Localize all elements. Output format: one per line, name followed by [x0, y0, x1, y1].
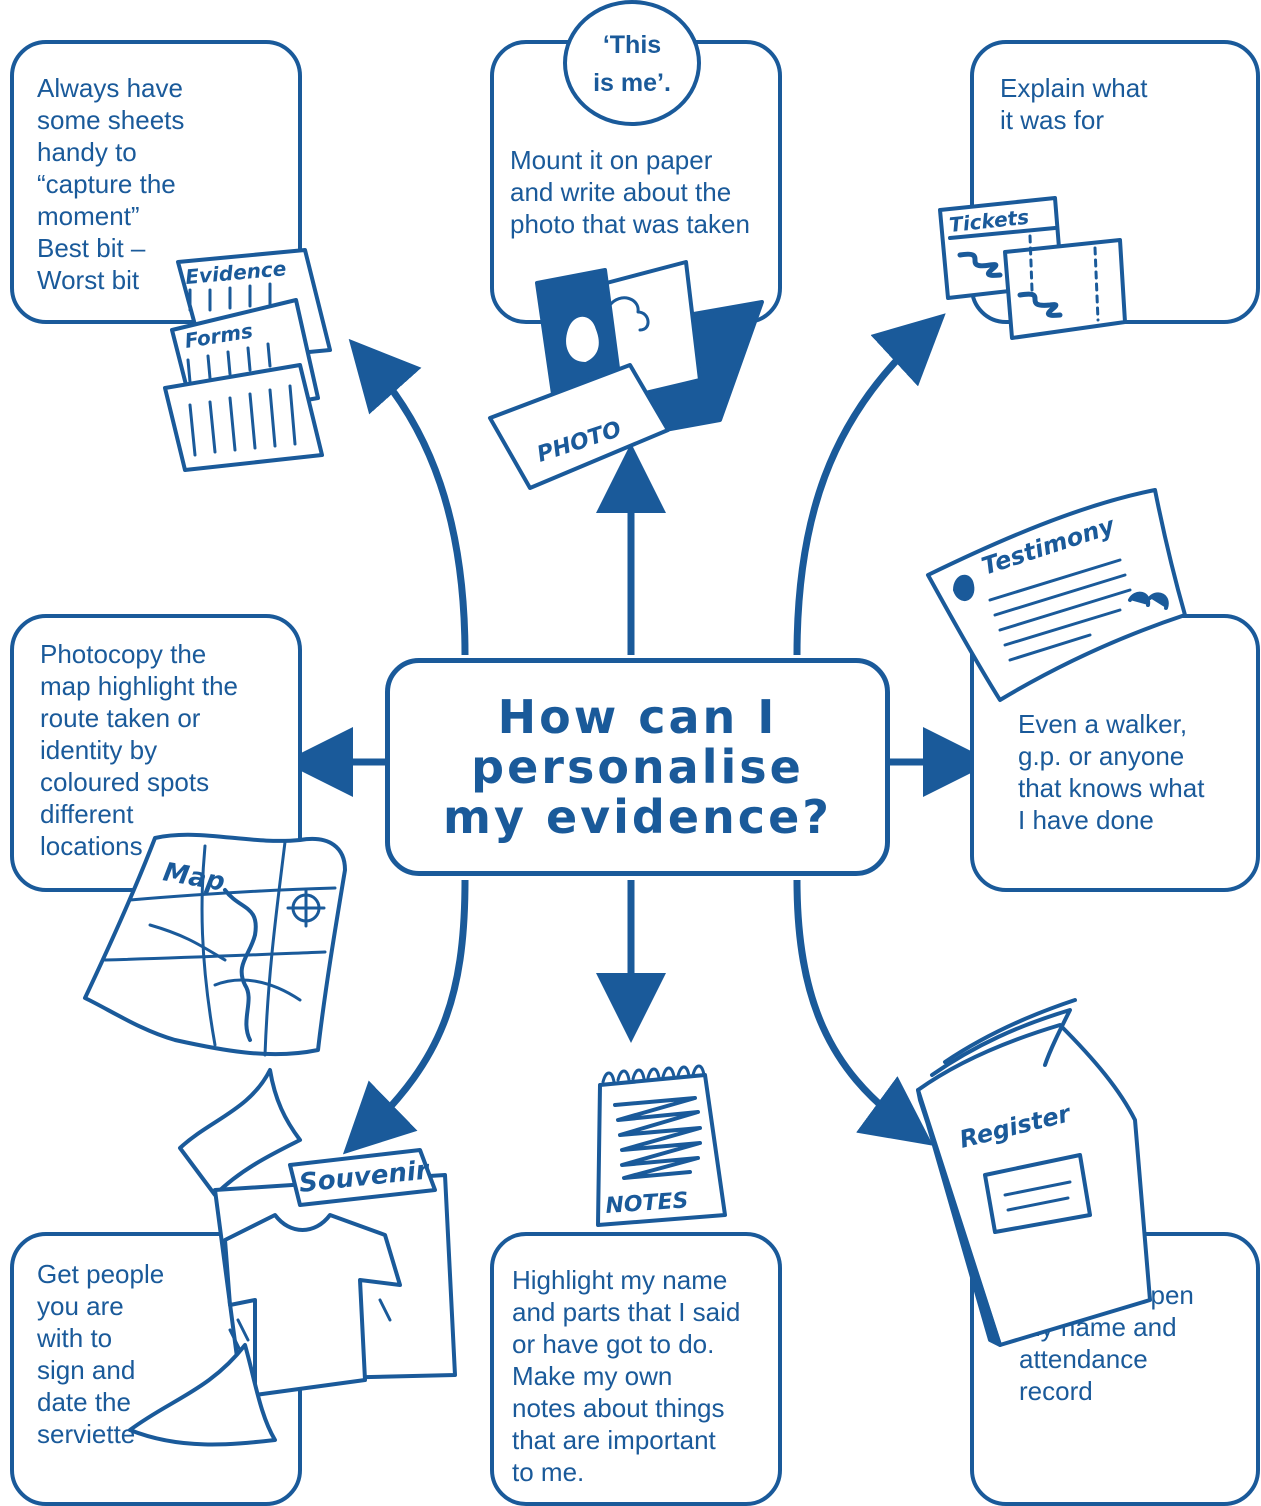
node-mid-left-text: Photocopy the map highlight the route ta…	[40, 639, 239, 861]
arrow-top-right	[793, 313, 946, 656]
this-is-me-bubble: ‘This is me’.	[563, 0, 701, 126]
node-top-center-text: Mount it on paper and write about the ph…	[510, 145, 750, 239]
center-node: How can I personalise my evidence?	[385, 658, 890, 876]
notes-label: NOTES	[605, 1188, 690, 1219]
notepad-icon: NOTES	[596, 1064, 727, 1227]
photo-label: PHOTO	[534, 417, 624, 468]
node-bottom-center-text: Highlight my name and parts that I said …	[512, 1265, 741, 1487]
center-title: How can I personalise my evidence?	[443, 690, 832, 844]
testimony-label: Testimony	[978, 511, 1119, 581]
node-bottom-right-text: Highlighter pen my name and attendance r…	[1019, 1280, 1194, 1406]
arrow-bottom-left	[342, 879, 469, 1155]
node-bottom-center	[490, 1232, 782, 1506]
souvenir-label: Souvenir	[298, 1155, 433, 1199]
arrow-top-left	[348, 338, 469, 656]
bubble-text: ‘This is me’.	[593, 31, 671, 97]
node-top-right-text: Explain what it was for	[1000, 73, 1148, 135]
node-mid-right-text: Even a walker, g.p. or anyone that knows…	[1018, 709, 1205, 835]
node-bottom-left-text: Get people you are with to sign and date…	[37, 1259, 165, 1449]
arrow-bottom-right	[793, 879, 934, 1146]
node-top-left-text: Always have some sheets handy to “captur…	[37, 73, 185, 295]
register-label: Register	[957, 1099, 1075, 1154]
